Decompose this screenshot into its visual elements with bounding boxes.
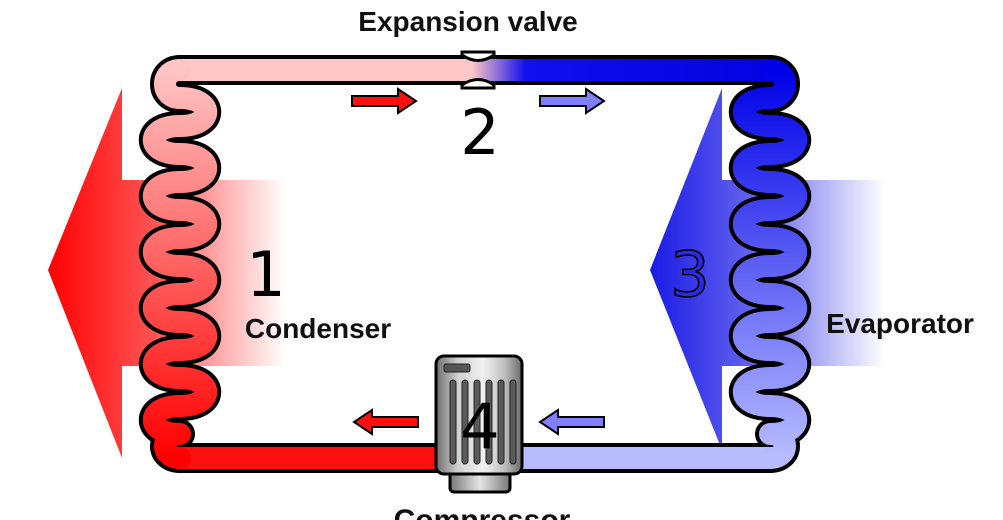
expansion-valve-label: Expansion valve xyxy=(358,6,577,37)
compressor-number: 4 xyxy=(460,390,499,463)
flow-arrow-top-left xyxy=(351,87,418,115)
flow-arrow-bottom-right xyxy=(538,408,605,436)
condenser-label: Condenser xyxy=(245,313,391,344)
evaporator-label: Evaporator xyxy=(826,308,974,339)
expansion-valve xyxy=(460,50,496,90)
compressor xyxy=(434,354,524,494)
expansion-valve-number: 2 xyxy=(460,96,499,169)
condenser-number: 1 xyxy=(246,238,285,311)
flow-arrow-top-right xyxy=(539,87,606,115)
evaporator-number: 3 xyxy=(670,238,709,311)
flow-arrow-bottom-left xyxy=(352,408,419,436)
compressor-label: Compressor xyxy=(394,504,571,520)
